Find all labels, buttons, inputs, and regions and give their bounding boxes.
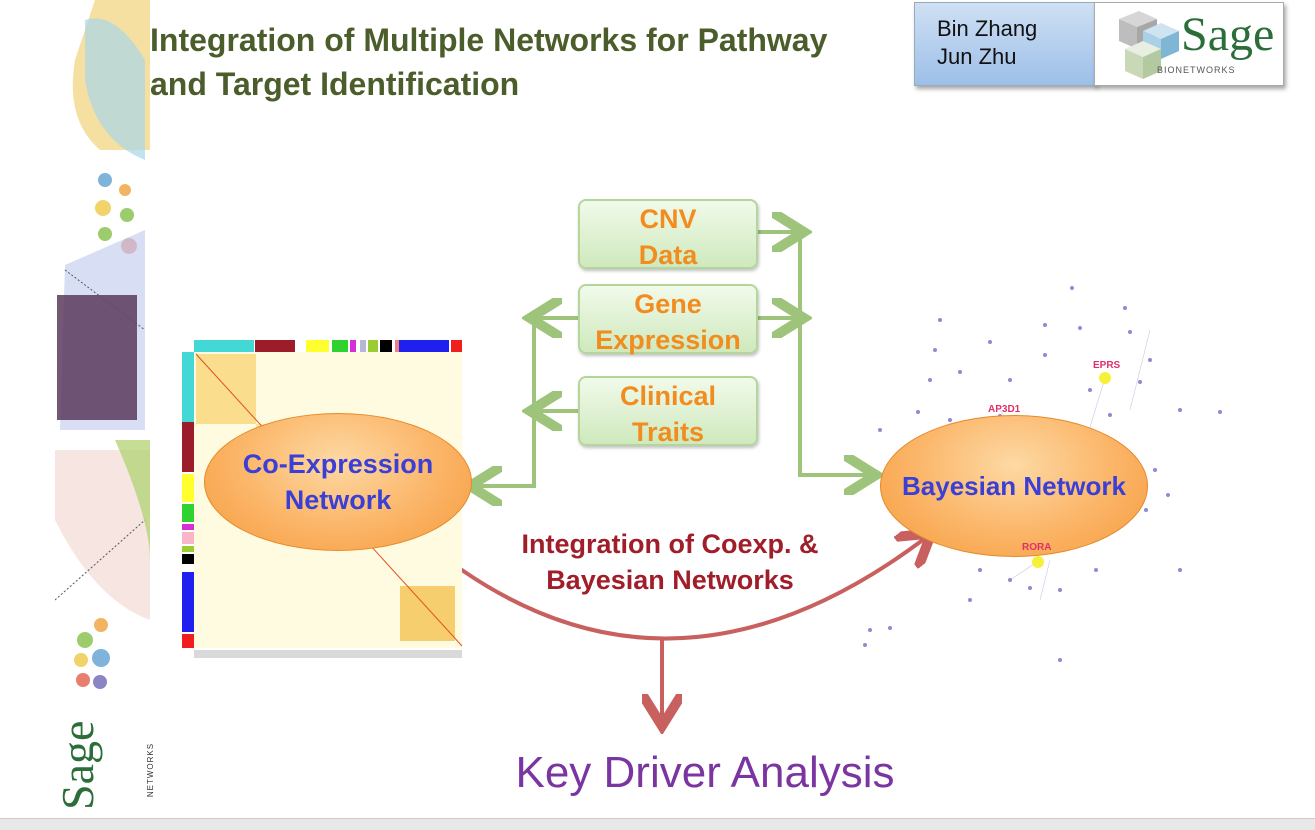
node-label-eprs: EPRS — [1093, 360, 1121, 371]
cubes-icon — [1119, 11, 1179, 79]
rora-node-label: RORA — [1022, 542, 1051, 553]
clinical-traits-line1: Clinical — [619, 381, 717, 411]
integration-line1: Integration of Coexp. & — [521, 529, 819, 559]
coexpression-network-node: Co-Expression Network — [204, 413, 472, 551]
clinical-traits-line2: Traits — [631, 417, 705, 447]
bayesian-network-node: Bayesian Network — [880, 415, 1148, 557]
footer-bar — [0, 818, 1315, 830]
bayesian-label: Bayesian Network — [902, 470, 1126, 501]
cnv-line2: Data — [638, 240, 698, 270]
cnv-data-box: CNV Data — [578, 199, 758, 270]
clinical-traits-box: Clinical Traits — [578, 376, 758, 447]
integration-line2: Bayesian Networks — [546, 565, 794, 595]
gene-expression-line2: Expression — [595, 325, 741, 355]
gene-expression-box: Gene Expression — [578, 284, 758, 355]
decorative-side-graphic — [55, 0, 150, 689]
key-driver-analysis-label: Key Driver Analysis — [515, 748, 895, 797]
node-label-ap3d1: AP3D1 — [988, 404, 1021, 415]
coexpression-line2: Network — [284, 485, 392, 515]
sage-logo: Sage BIONETWORKS — [1094, 2, 1284, 86]
author-1: Bin Zhang — [937, 16, 1038, 41]
authors-box: Bin Zhang Jun Zhu — [914, 2, 1096, 86]
coexpression-line1: Co-Expression — [242, 449, 434, 479]
gene-expression-line1: Gene — [634, 289, 702, 319]
integration-label: Integration of Coexp. & Bayesian Network… — [490, 526, 850, 598]
slide-title: Integration of Multiple Networks for Pat… — [150, 22, 828, 102]
node-label-rora: RORA — [1022, 542, 1051, 553]
logo-sub: BIONETWORKS — [1157, 65, 1236, 75]
cnv-line1: CNV — [639, 204, 697, 234]
author-2: Jun Zhu — [937, 44, 1017, 69]
logo-word: Sage — [1181, 8, 1275, 61]
